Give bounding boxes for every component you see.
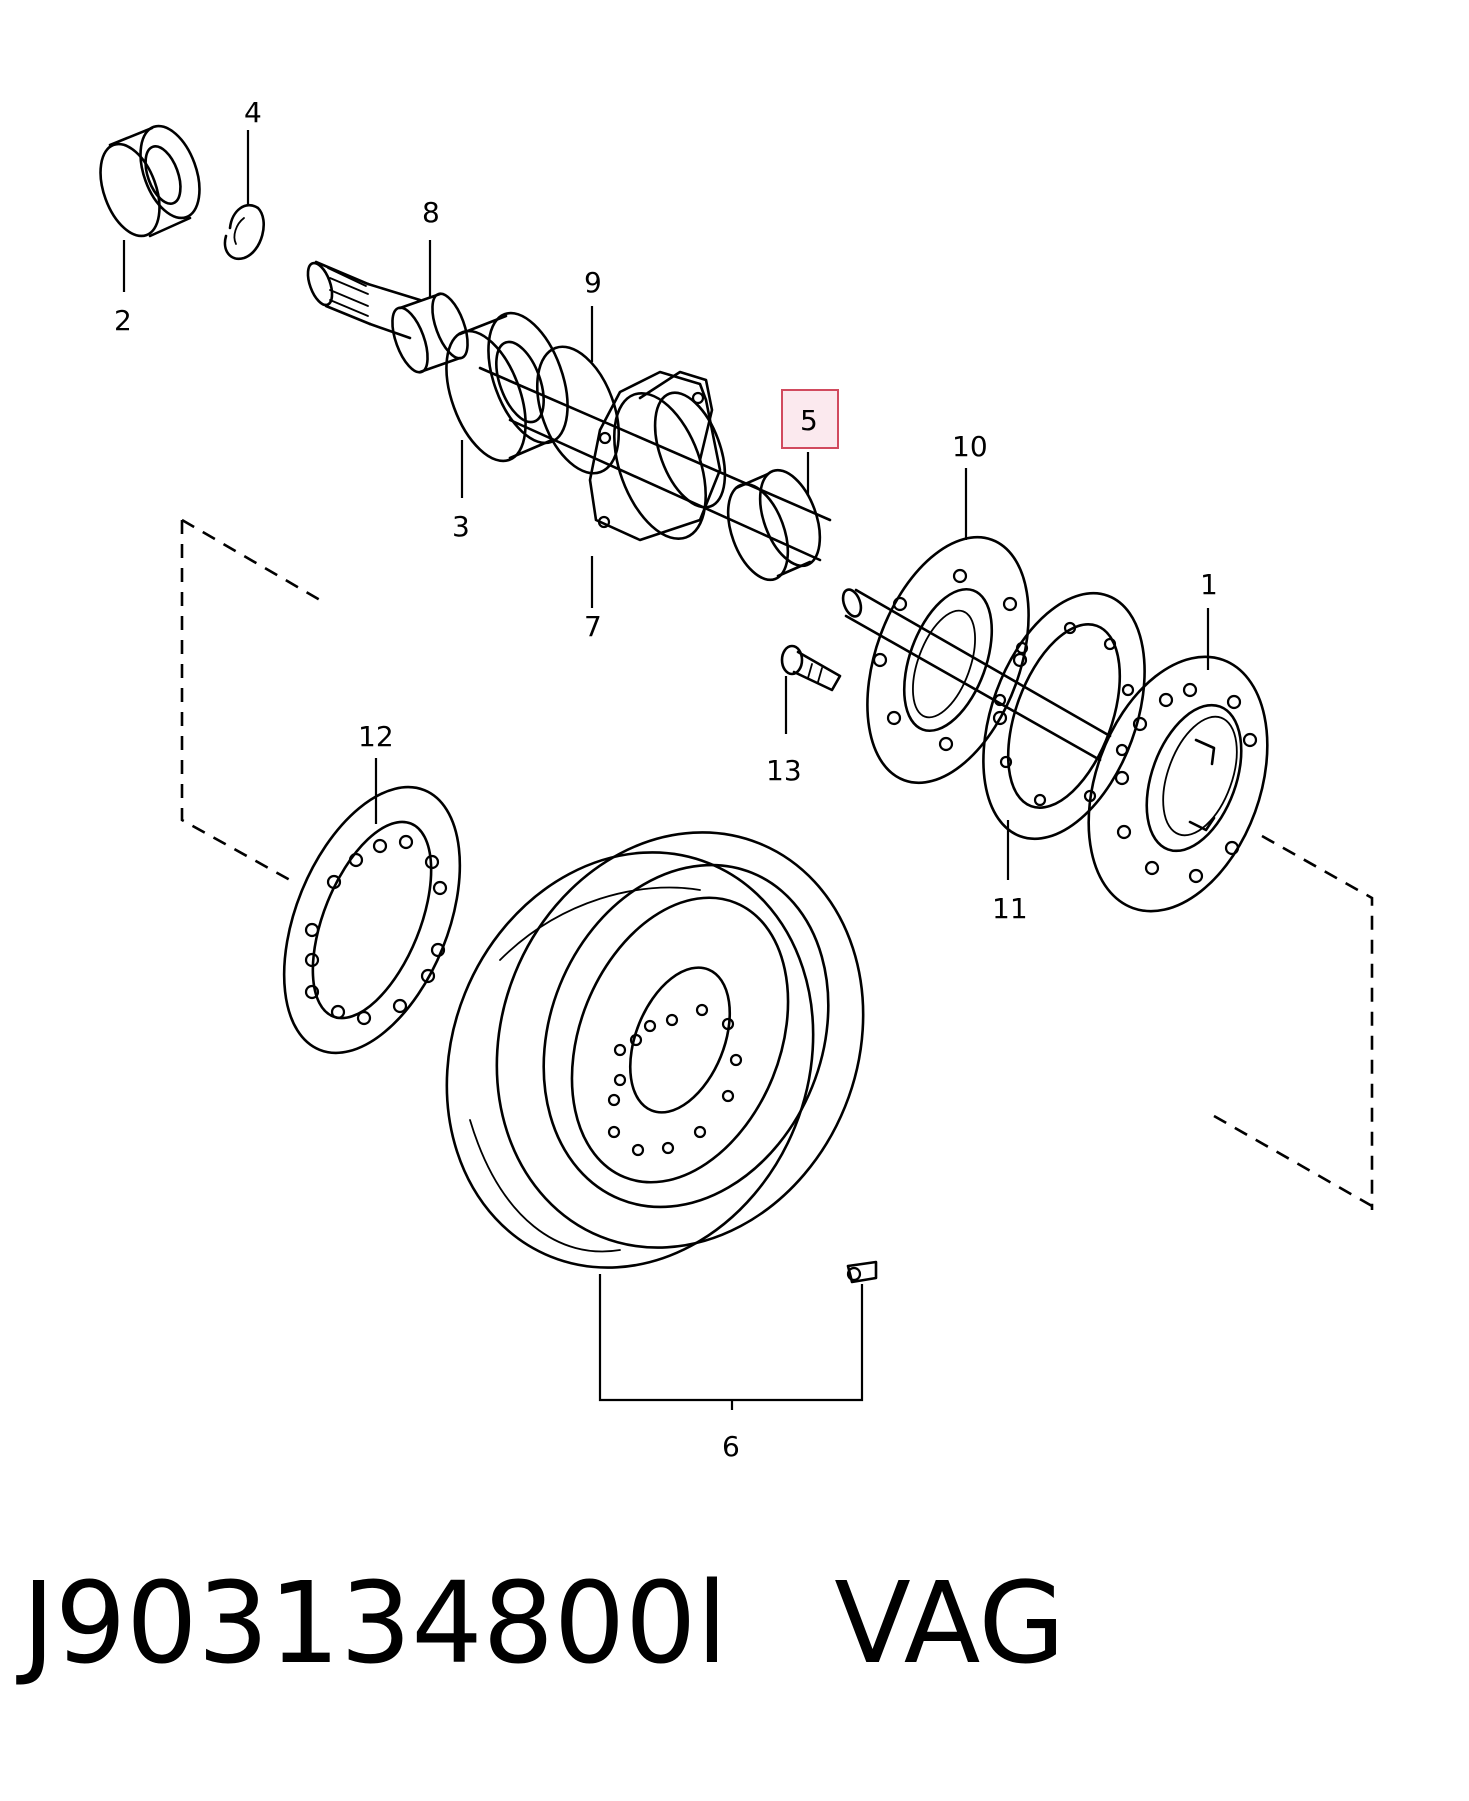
part-4-circlip bbox=[223, 130, 265, 261]
callout-1: 1 bbox=[1200, 568, 1218, 601]
callout-11: 11 bbox=[992, 892, 1028, 925]
callout-12: 12 bbox=[358, 720, 394, 753]
callout-10: 10 bbox=[952, 430, 988, 463]
callout-4: 4 bbox=[244, 96, 262, 129]
part-2-seal bbox=[99, 124, 201, 292]
callout-3: 3 bbox=[452, 510, 470, 543]
callout-5: 5 bbox=[800, 404, 818, 437]
part-shaft-stub bbox=[841, 588, 1112, 762]
callout-7: 7 bbox=[584, 610, 602, 643]
part-10-flange-plate bbox=[866, 468, 1030, 785]
part-13-bolt bbox=[780, 644, 842, 734]
part-1-backing-plate bbox=[1087, 608, 1269, 913]
callout-2: 2 bbox=[114, 304, 132, 337]
part-12-plate bbox=[282, 758, 462, 1055]
part-9-gasket bbox=[536, 306, 620, 475]
part-7-housing bbox=[588, 370, 727, 608]
callout-13: 13 bbox=[766, 754, 802, 787]
part-3-bearing bbox=[445, 311, 569, 498]
callout-6: 6 bbox=[722, 1430, 740, 1463]
part-number: J903134800l bbox=[22, 1559, 728, 1689]
part-number-caption: J903134800l VAG bbox=[22, 1568, 1065, 1680]
part-6-brake-drum bbox=[445, 831, 878, 1410]
callout-8: 8 bbox=[422, 196, 440, 229]
brand-name: VAG bbox=[834, 1559, 1066, 1689]
callout-5-highlight-box bbox=[781, 389, 839, 449]
part-11-plate-ring bbox=[982, 591, 1146, 880]
part-8-spacer bbox=[391, 240, 469, 374]
grouping-dashes bbox=[180, 518, 1374, 1210]
part-5-ring bbox=[726, 452, 822, 582]
callout-9: 9 bbox=[584, 266, 602, 299]
